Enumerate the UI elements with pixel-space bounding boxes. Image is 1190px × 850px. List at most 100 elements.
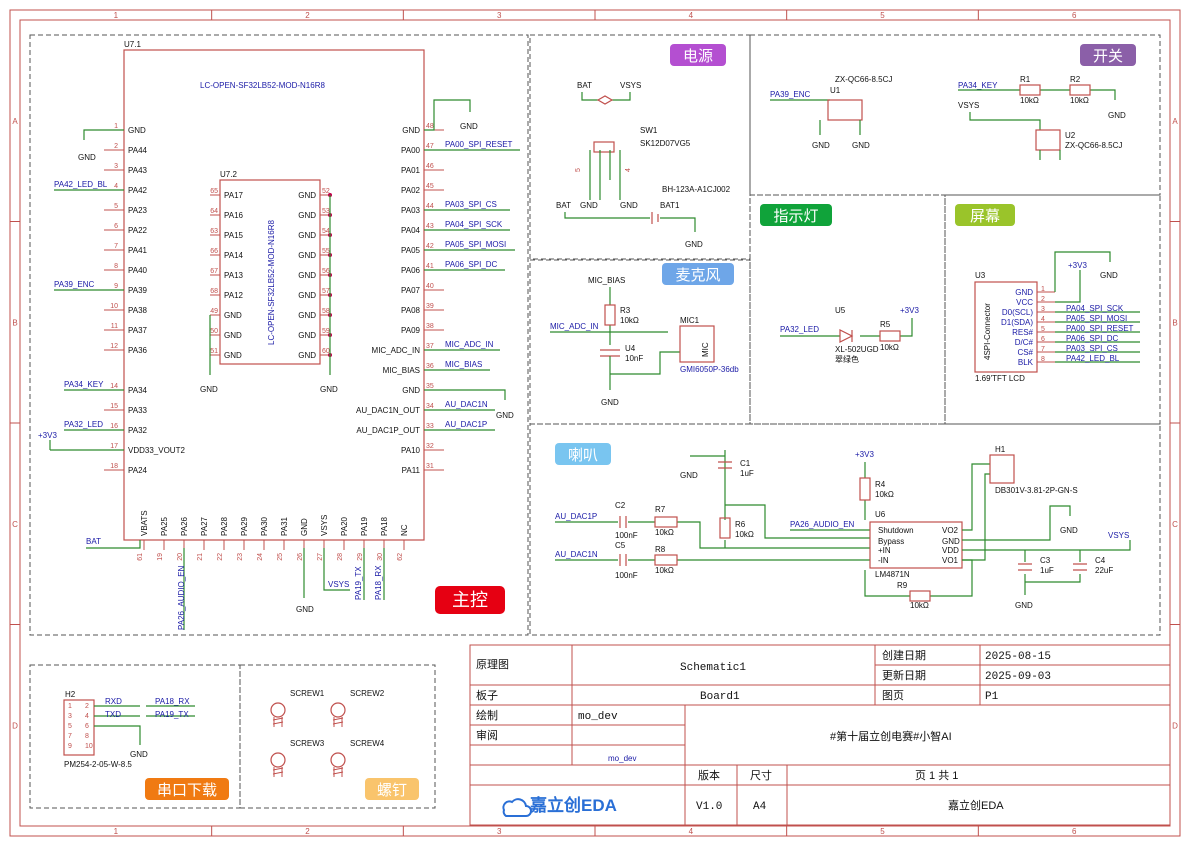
svg-text:V1.0: V1.0 bbox=[696, 801, 722, 813]
screen-section: U3 4SPI-Connector 1.69'TFT LCD 1GND2VCC3… bbox=[974, 251, 1140, 383]
pin-number: 28 bbox=[337, 553, 344, 561]
pin-number: 63 bbox=[210, 228, 218, 235]
svg-text:SW1: SW1 bbox=[640, 126, 658, 135]
pin-name: GND bbox=[224, 331, 242, 340]
svg-text:U5: U5 bbox=[835, 306, 846, 315]
pin-name: PA12 bbox=[224, 291, 244, 300]
pin-number: 23 bbox=[237, 553, 244, 561]
svg-text:GND: GND bbox=[680, 471, 698, 480]
pin-number: 11 bbox=[111, 323, 118, 330]
svg-text:+3V3: +3V3 bbox=[38, 431, 57, 440]
svg-text:BAT: BAT bbox=[577, 81, 592, 90]
pin-number: 31 bbox=[426, 463, 434, 470]
pin-number: 26 bbox=[297, 553, 304, 561]
screw-icon: SCREW4 bbox=[330, 739, 385, 777]
section-screw-box bbox=[239, 664, 436, 809]
svg-text:GND: GND bbox=[685, 240, 703, 249]
pin-number: 50 bbox=[210, 328, 218, 335]
pin-number: 1 bbox=[114, 123, 118, 130]
pin-number: 22 bbox=[217, 553, 224, 561]
pin-name: GND bbox=[298, 291, 316, 300]
pin-number: 21 bbox=[197, 553, 204, 561]
net-label: PA05_SPI_MOSI bbox=[1066, 314, 1127, 323]
pin-name: PA36 bbox=[128, 346, 148, 355]
pin-name: NC bbox=[400, 524, 409, 536]
svg-text:VSYS: VSYS bbox=[620, 81, 641, 90]
pin-number: 37 bbox=[426, 343, 434, 350]
pin-number: 3 bbox=[114, 163, 118, 170]
pin-name: GND bbox=[298, 331, 316, 340]
pin-number: 33 bbox=[426, 423, 434, 430]
pin-number: 51 bbox=[210, 348, 218, 355]
pin-name: PA02 bbox=[401, 186, 421, 195]
svg-text:4SPI-Connector: 4SPI-Connector bbox=[983, 303, 992, 360]
screw-label: SCREW3 bbox=[290, 739, 325, 748]
pin-number: 30 bbox=[377, 553, 384, 561]
svg-text:GND: GND bbox=[580, 201, 598, 210]
svg-text:3: 3 bbox=[68, 713, 72, 720]
pin-number: 57 bbox=[322, 288, 330, 295]
badge-mic: 麦克风 bbox=[662, 263, 734, 285]
pin-name: PA27 bbox=[200, 516, 209, 536]
net-label: PA03_SPI_CS bbox=[1066, 344, 1118, 353]
svg-text:GND: GND bbox=[1015, 601, 1033, 610]
pin-number: 47 bbox=[426, 143, 434, 150]
pin-number: 12 bbox=[110, 343, 118, 350]
pin-name: GND bbox=[224, 351, 242, 360]
pin-name: MIC_ADC_IN bbox=[372, 346, 421, 355]
pin-name: PA38 bbox=[128, 306, 148, 315]
pin-name: PA14 bbox=[224, 251, 244, 260]
screw-label: SCREW4 bbox=[350, 739, 385, 748]
pin-name: PA34 bbox=[128, 386, 148, 395]
svg-text:嘉立创EDA: 嘉立创EDA bbox=[948, 798, 1004, 812]
svg-text:MIC_BIAS: MIC_BIAS bbox=[588, 276, 625, 285]
pin-number: 45 bbox=[426, 183, 434, 190]
svg-text:GND: GND bbox=[601, 398, 619, 407]
svg-text:C2: C2 bbox=[615, 501, 626, 510]
svg-text:图页: 图页 bbox=[882, 689, 904, 702]
pin-name: CS# bbox=[1017, 348, 1033, 357]
pin-number: 10 bbox=[110, 303, 118, 310]
pin-name: PA28 bbox=[220, 516, 229, 536]
ruler-col-bottom: 1 bbox=[114, 827, 119, 836]
svg-text:10kΩ: 10kΩ bbox=[1070, 96, 1089, 105]
svg-text:PA00_SPI_RESET: PA00_SPI_RESET bbox=[445, 140, 513, 149]
svg-text:PA26_AUDIO_EN: PA26_AUDIO_EN bbox=[790, 520, 855, 529]
pin-number: 64 bbox=[210, 208, 218, 215]
section-main-box bbox=[29, 34, 529, 636]
section-speaker-box bbox=[529, 423, 1161, 636]
pin-name: GND bbox=[224, 311, 242, 320]
pin-number: 46 bbox=[426, 163, 434, 170]
ruler-col-bottom: 2 bbox=[305, 827, 310, 836]
svg-text:TXD: TXD bbox=[105, 710, 121, 719]
badge-speaker: 喇叭 bbox=[555, 443, 611, 465]
svg-text:10nF: 10nF bbox=[625, 354, 643, 363]
svg-text:9: 9 bbox=[68, 743, 72, 750]
svg-text:PM254-2-05-W-8.5: PM254-2-05-W-8.5 bbox=[64, 760, 132, 769]
pin-name: PA25 bbox=[160, 516, 169, 536]
svg-text:R1: R1 bbox=[1020, 75, 1031, 84]
screw-label: SCREW2 bbox=[350, 689, 385, 698]
svg-text:6: 6 bbox=[85, 723, 89, 730]
pin-number: 2 bbox=[1041, 296, 1045, 303]
pin-number: 19 bbox=[157, 553, 164, 561]
svg-text:ZX-QC66-8.5CJ: ZX-QC66-8.5CJ bbox=[835, 75, 892, 84]
svg-text:VO1: VO1 bbox=[942, 556, 959, 565]
pin-name: PA18 bbox=[380, 516, 389, 536]
pin-number: 60 bbox=[322, 348, 330, 355]
pin-number: 20 bbox=[177, 553, 184, 561]
pin-number: 54 bbox=[322, 228, 330, 235]
svg-text:页 1 共 1: 页 1 共 1 bbox=[915, 769, 958, 782]
pin-number: 2 bbox=[114, 143, 118, 150]
svg-text:+3V3: +3V3 bbox=[1068, 261, 1087, 270]
svg-text:C3: C3 bbox=[1040, 556, 1051, 565]
title-block: 原理图 Schematic1 板子 Board1 绘制 mo_dev 审阅 mo… bbox=[469, 644, 1171, 826]
pin-number: 6 bbox=[114, 223, 118, 230]
svg-text:U1: U1 bbox=[830, 86, 841, 95]
pin-name: PA37 bbox=[128, 326, 148, 335]
svg-text:10: 10 bbox=[85, 743, 93, 750]
svg-text:VSYS: VSYS bbox=[328, 580, 349, 589]
pin-number: 56 bbox=[322, 268, 330, 275]
pin-number: 43 bbox=[426, 223, 434, 230]
svg-text:板子: 板子 bbox=[476, 688, 498, 702]
